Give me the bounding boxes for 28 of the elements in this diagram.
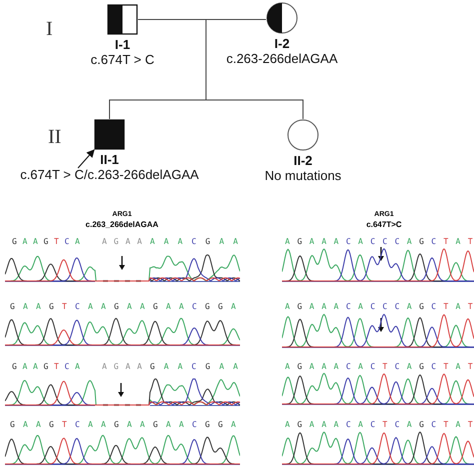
base-sequence: G A A G T C A A G A A G A A C G G A — [10, 302, 236, 312]
individual-id: II-1 — [100, 152, 119, 167]
mutation-label: c.263_266delAGAA — [84, 220, 160, 230]
base-sequence: A G A A A C A C T C A G C T A T — [285, 362, 473, 372]
base-sequence: A G A A A C A C T C A G C T A T — [285, 420, 473, 430]
base-sequence: G A A G T C A — [12, 362, 80, 372]
individual-id: I-2 — [274, 36, 290, 51]
base-sequence: A A A C G A A — [150, 237, 238, 247]
genotype-label: c.674T > C/c.263-266delAGAA — [20, 167, 199, 182]
sibship-line — [206, 100, 304, 120]
base-sequence: G A A G T C A — [12, 237, 80, 247]
base-sequence: G A A C G A A — [150, 362, 238, 372]
sibship-line — [109, 100, 206, 120]
base-sequence: A G A A — [102, 362, 142, 372]
individual-id: II-2 — [294, 153, 312, 168]
genotype-label: c.674T > C — [90, 52, 154, 67]
mutation-label: c.647T>C — [365, 220, 403, 230]
genotype-label: No mutations — [264, 168, 342, 183]
generation-label: I — [46, 18, 53, 40]
proband-arrow — [78, 149, 95, 168]
individual-id: I-1 — [114, 37, 130, 52]
marriage-line — [138, 19, 266, 20]
generation-label: II — [48, 126, 62, 148]
genotype-label: c.263-266delAGAA — [226, 51, 338, 66]
base-sequence: G A A G T C A A G A A G A A C G G A — [10, 420, 236, 430]
base-sequence: A G A A A C A C C C A G C T A T — [285, 302, 473, 312]
base-sequence: A G A A A C A C C C A G C T A T — [285, 237, 473, 247]
base-sequence: A G A A — [102, 237, 142, 247]
